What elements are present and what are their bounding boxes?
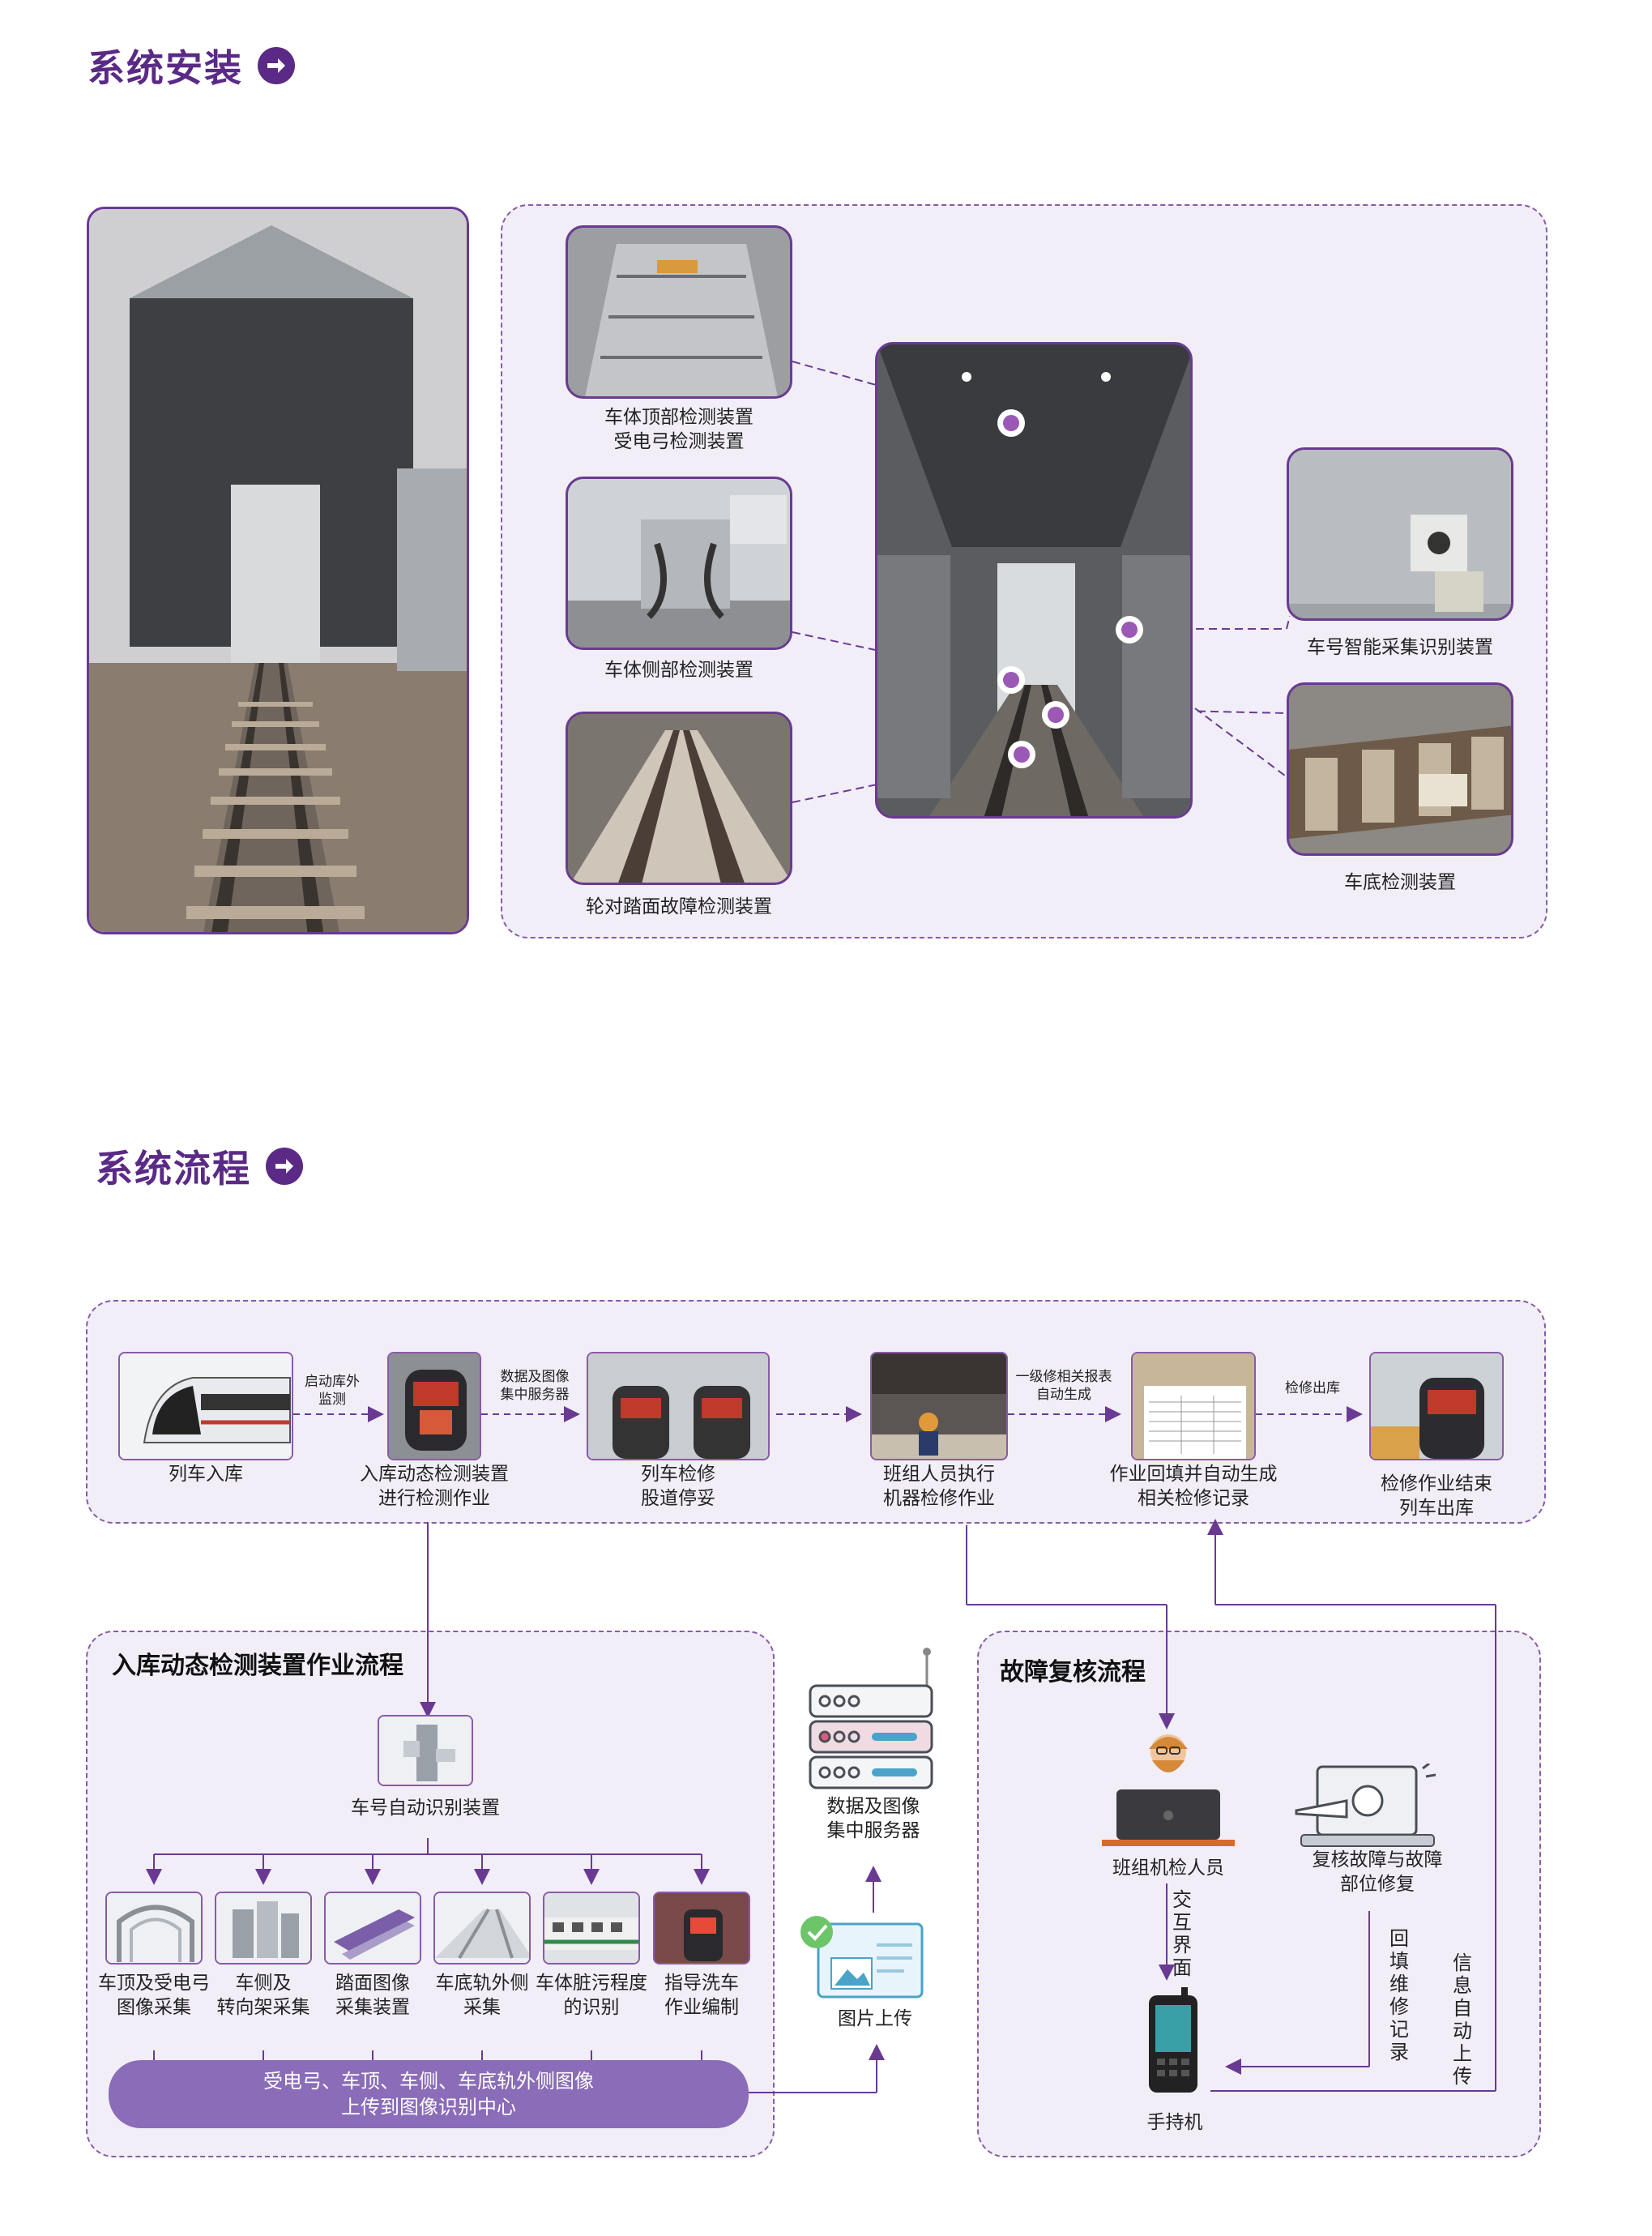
depot-photo (87, 207, 469, 934)
image-upload-caption: 图片上传 (838, 2008, 912, 2029)
bottom-device-caption: 车底检测装置 (1344, 872, 1456, 893)
bottom-device-photo (1287, 682, 1513, 856)
roof-collect-image (105, 1892, 203, 1965)
number-recognition-image (378, 1715, 473, 1786)
number-device-photo (1287, 447, 1513, 621)
side-collect-image (215, 1892, 312, 1965)
arrow-right-icon[interactable] (266, 1148, 303, 1185)
wheel-device-caption: 轮对踏面故障检测装置 (586, 896, 772, 917)
step-outbound-image (1369, 1352, 1504, 1460)
dirt-recognition-caption: 车体脏污程度 的识别 (536, 1973, 647, 2018)
label-outbound: 检修出库 (1285, 1380, 1340, 1396)
step-train-inbound-image (118, 1352, 293, 1460)
bottom-device-marker[interactable] (1042, 701, 1069, 729)
number-device-caption: 车号智能采集识别装置 (1307, 637, 1493, 658)
depot-inside-photo (875, 342, 1193, 819)
step-train-inbound: 列车入库 (169, 1464, 243, 1485)
handheld-caption: 手持机 (1146, 2112, 1203, 2133)
upload-recognition-bar: 受电弓、车顶、车侧、车底轨外侧图像 上传到图像识别中心 (109, 2060, 749, 2128)
underbody-collect-caption: 车底轨外侧 采集 (435, 1973, 529, 2018)
side-device-caption: 车体侧部检测装置 (604, 660, 753, 681)
underbody-collect-image (433, 1892, 531, 1965)
side-device-photo (566, 477, 792, 650)
step-record: 作业回填并自动生成 相关检修记录 (1109, 1464, 1278, 1509)
step-maintenance-image (870, 1352, 1008, 1460)
fault-review-panel (977, 1631, 1541, 2157)
server-caption: 数据及图像 集中服务器 (826, 1796, 920, 1841)
step-track-park-image (587, 1352, 770, 1460)
process-title: 系统流程 (96, 1139, 303, 1193)
label-start-monitor: 启动库外 监测 (305, 1374, 360, 1408)
repair-laptop-icon (1293, 1762, 1442, 1851)
main-process-panel (86, 1300, 1546, 1524)
handheld-device-icon (1146, 1987, 1201, 2094)
tread-collect-image (324, 1892, 421, 1965)
detection-process-title: 入库动态检测装置作业流程 (112, 1652, 403, 1680)
dirt-recognition-image (543, 1892, 640, 1965)
image-upload-icon (799, 1913, 932, 2003)
number-recognition-caption: 车号自动识别装置 (351, 1798, 500, 1819)
step-track-park: 列车检修 股道停妥 (641, 1464, 715, 1509)
server-icon (804, 1644, 941, 1791)
interact-label: 交互界面 (1172, 1888, 1192, 1979)
step-detection-image (387, 1352, 481, 1460)
number-device-marker[interactable] (1116, 616, 1143, 643)
auto-upload-label: 信息自动上传 (1453, 1952, 1472, 2088)
arrow-right-icon[interactable] (258, 47, 295, 84)
label-data-server: 数据及图像 集中服务器 (500, 1369, 570, 1403)
repair-caption: 复核故障与故障 部位修复 (1312, 1849, 1443, 1895)
install-title: 系统安装 (88, 39, 295, 92)
step-record-image (1131, 1352, 1256, 1460)
roof-device-photo (566, 225, 792, 399)
wheel-device-marker[interactable] (1008, 741, 1035, 768)
roof-collect-caption: 车顶及受电弓 图像采集 (98, 1973, 210, 2018)
washing-guide-image (653, 1892, 750, 1965)
roof-device-marker[interactable] (997, 409, 1025, 437)
process-connectors (146, 1406, 1496, 2093)
staff-caption: 班组机检人员 (1112, 1858, 1224, 1879)
step-outbound: 检修作业结束 列车出库 (1381, 1473, 1492, 1519)
side-device-marker[interactable] (997, 666, 1025, 694)
fault-review-title: 故障复核流程 (1000, 1658, 1146, 1687)
side-collect-caption: 车侧及 转向架采集 (216, 1973, 310, 2018)
staff-avatar-icon (1100, 1725, 1236, 1848)
wheel-device-photo (566, 712, 792, 885)
step-maintenance: 班组人员执行 机器检修作业 (883, 1464, 995, 1509)
backfill-label: 回填维修记录 (1389, 1927, 1409, 2063)
label-report-generate: 一级修相关报表 自动生成 (1015, 1369, 1112, 1403)
tread-collect-caption: 踏面图像 采集装置 (335, 1973, 410, 2018)
washing-guide-caption: 指导洗车 作业编制 (664, 1973, 739, 2018)
roof-device-caption: 车体顶部检测装置 受电弓检测装置 (604, 407, 753, 452)
step-detection: 入库动态检测装置 进行检测作业 (360, 1464, 509, 1509)
